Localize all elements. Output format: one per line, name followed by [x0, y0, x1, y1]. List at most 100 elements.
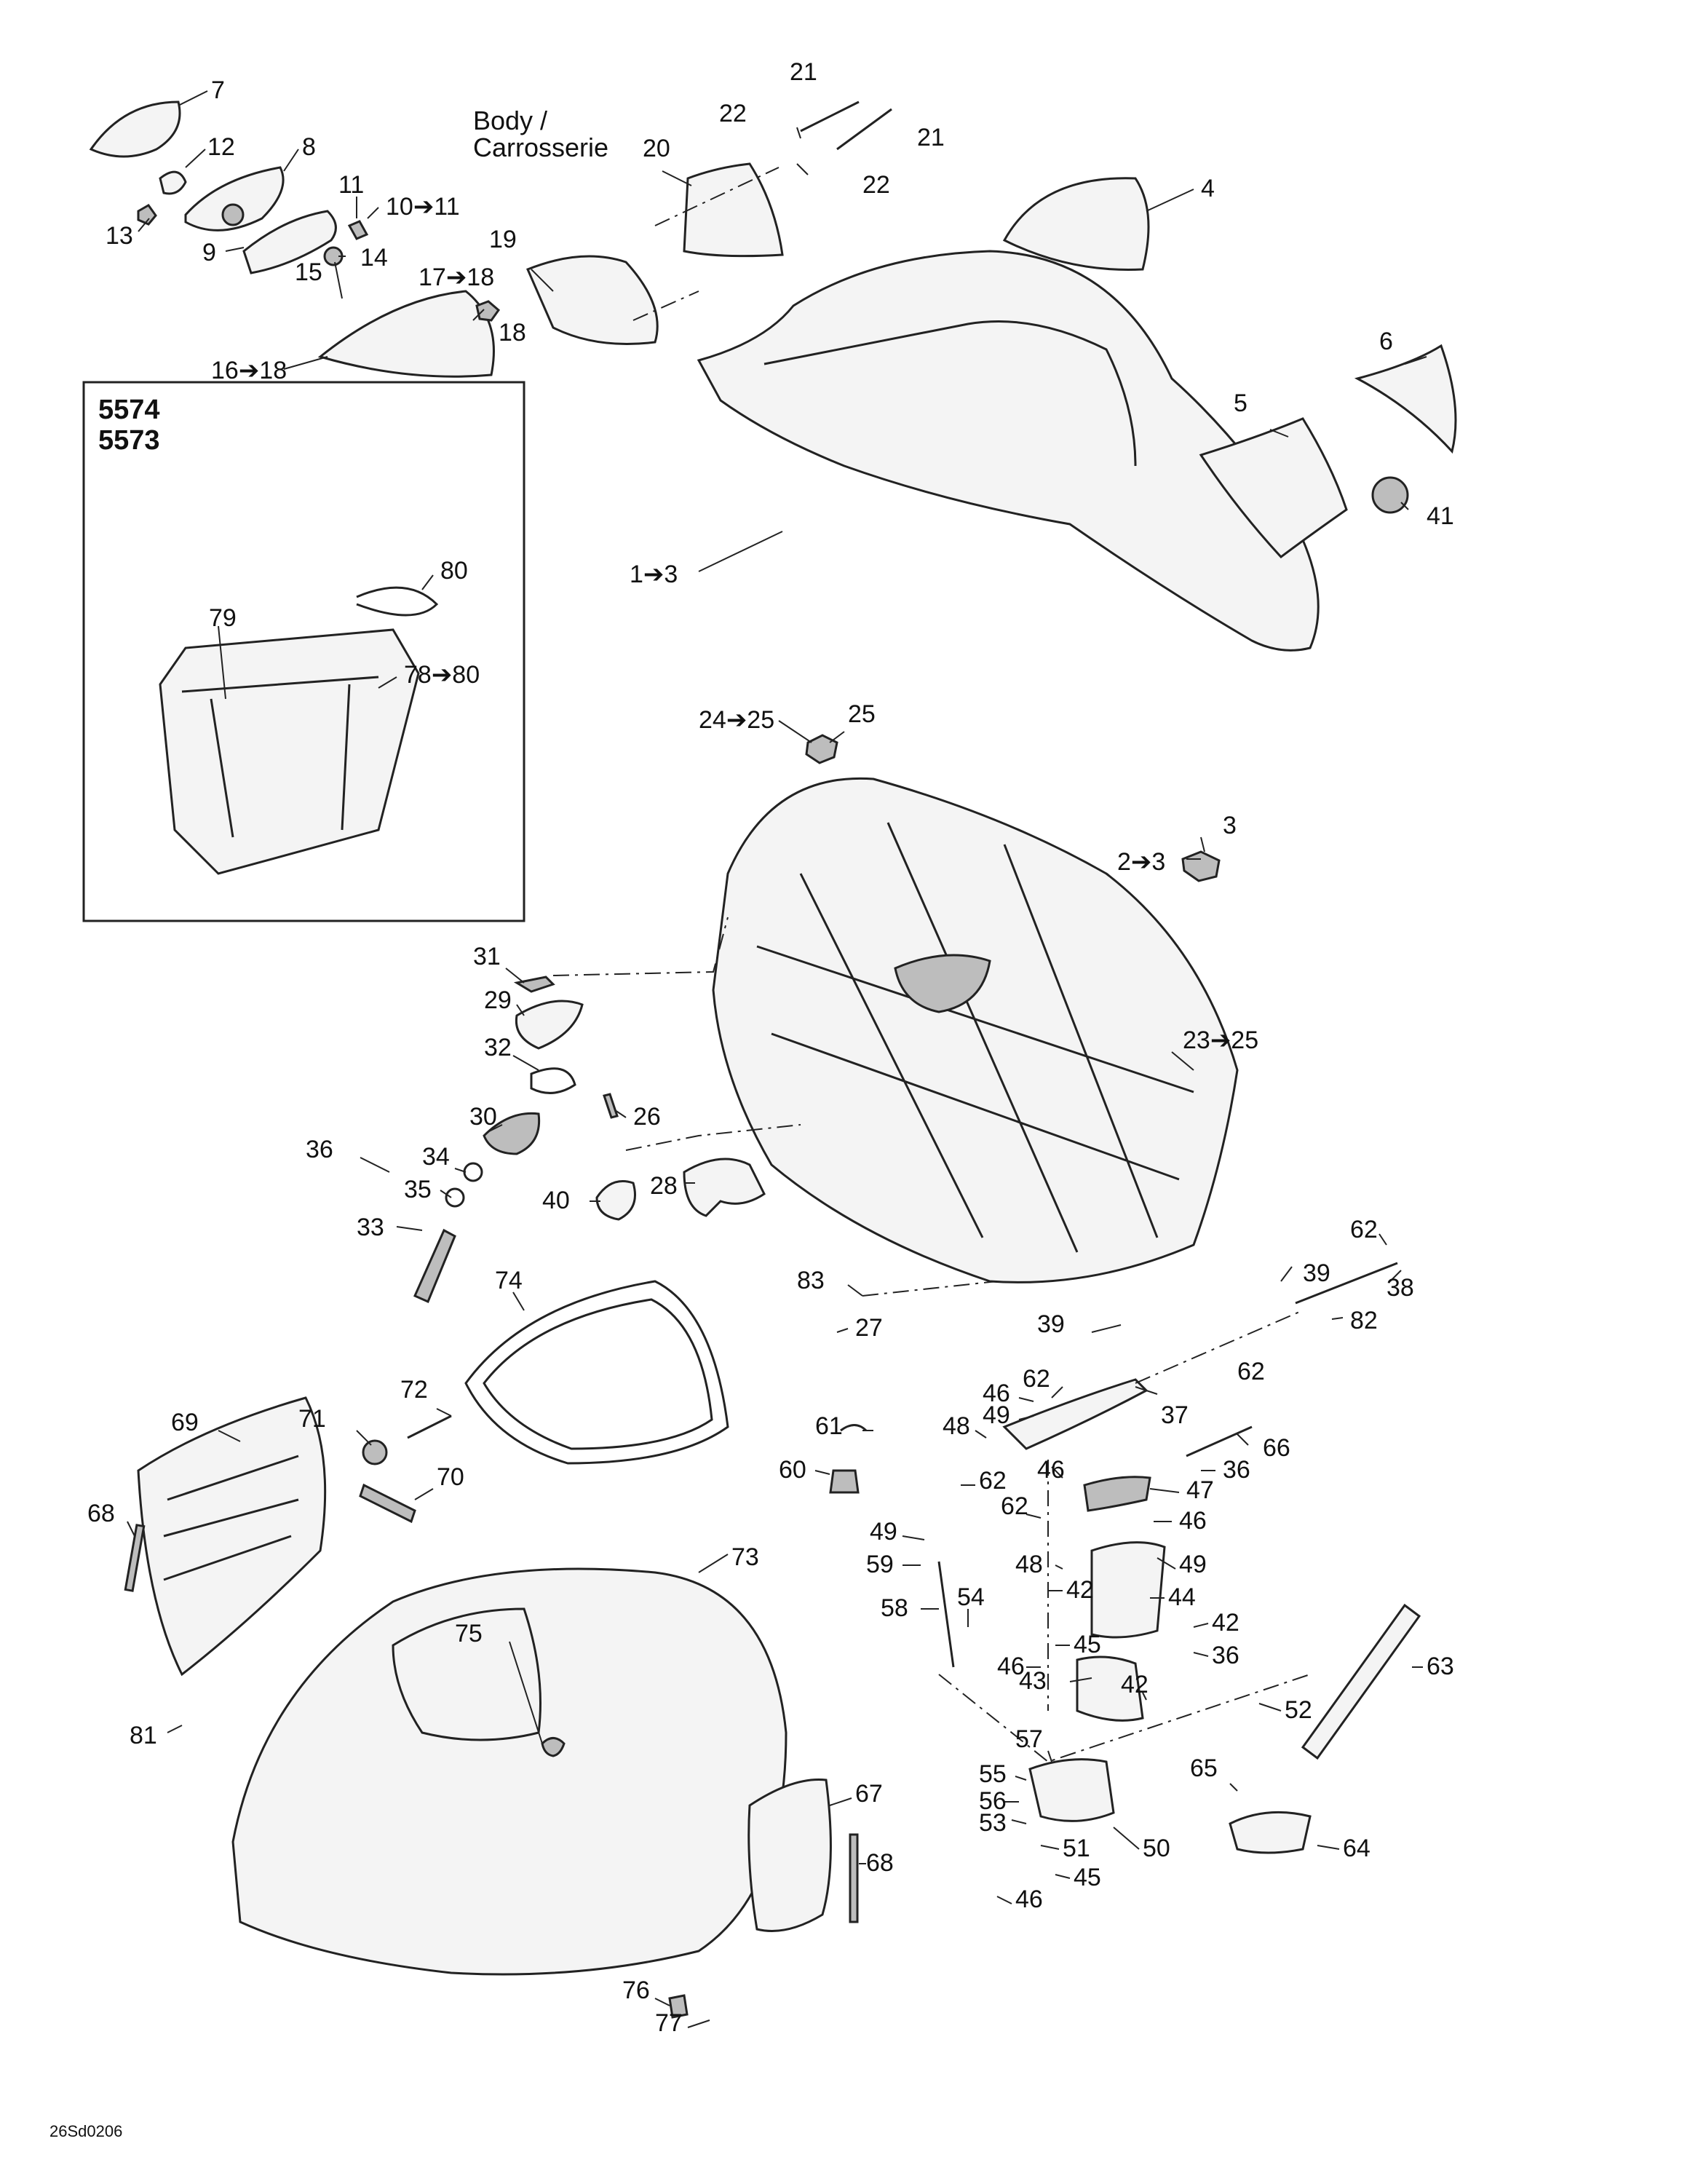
callout-label: 35 — [404, 1176, 432, 1203]
callout-label: 14 — [360, 244, 388, 272]
rod-58-part — [937, 1561, 955, 1668]
assembly-line-a — [654, 167, 779, 226]
assembly-line-e — [862, 1281, 998, 1297]
strip-68b-part — [849, 1833, 859, 1923]
callout-label: 32 — [484, 1034, 512, 1061]
callout-label: 2➔3 — [1117, 848, 1165, 876]
strap-80-part — [356, 586, 439, 617]
callout-label: 11 — [338, 171, 364, 199]
storage-bin-inner-part — [181, 676, 379, 838]
callout-label: 65 — [1190, 1754, 1218, 1782]
washer-34-part — [463, 1162, 483, 1182]
callout-label: 28 — [650, 1172, 678, 1200]
callout-label: 45 — [1074, 1864, 1101, 1891]
rod-38-part — [1295, 1262, 1398, 1305]
clip-61-part — [840, 1424, 868, 1432]
callout-label: 18 — [499, 319, 526, 347]
callout-label: 44 — [1168, 1583, 1196, 1611]
callout-label: 71 — [298, 1405, 326, 1433]
inset-model-b: 5573 — [98, 425, 160, 456]
callout-label: 34 — [422, 1143, 450, 1171]
callout-label: 66 — [1263, 1434, 1290, 1462]
callout-label: 51 — [1063, 1835, 1090, 1862]
callout-label: 46 — [1037, 1456, 1065, 1484]
callout-label: 15 — [295, 258, 322, 286]
callout-label: 48 — [943, 1412, 970, 1440]
latch-30-part — [483, 1112, 541, 1155]
mirror-clip-part — [347, 220, 369, 240]
part-callouts: 7 12 8 13 11 10➔11 14 9 15 16➔18 17➔18 1… — [87, 58, 1454, 2037]
callout-label: 62 — [1350, 1216, 1378, 1243]
mirror-glass-part — [89, 100, 181, 158]
callout-label: 21 — [790, 58, 817, 86]
callout-label: 20 — [643, 135, 670, 162]
callout-label: 67 — [855, 1780, 883, 1808]
callout-label: 46 — [997, 1653, 1025, 1680]
panel-69-slots-part — [163, 1455, 299, 1581]
callout-label: 40 — [542, 1187, 570, 1214]
callout-label: 68 — [866, 1849, 894, 1877]
grommet-71-part — [362, 1439, 388, 1465]
callout-label: 57 — [1015, 1725, 1043, 1753]
mirror-pivot-part — [221, 203, 245, 226]
callout-label: 39 — [1037, 1310, 1065, 1338]
nut-25-part — [805, 734, 838, 764]
callout-label: 75 — [455, 1620, 483, 1647]
callout-label: 61 — [815, 1412, 843, 1440]
panel-69-part — [137, 1396, 327, 1677]
panel-19-part — [526, 255, 659, 345]
callout-label: 82 — [1350, 1307, 1378, 1334]
callout-label: 58 — [881, 1594, 908, 1622]
callout-label: 46 — [1015, 1886, 1043, 1913]
callout-label: 17➔18 — [418, 264, 494, 291]
callout-label: 38 — [1387, 1274, 1414, 1302]
callout-label: 55 — [979, 1760, 1007, 1788]
callout-label: 37 — [1161, 1401, 1189, 1429]
mirror-base-part — [242, 210, 337, 274]
callout-label: 54 — [957, 1583, 985, 1611]
upper-body-part — [697, 250, 1320, 652]
callout-label: 12 — [207, 133, 235, 161]
callout-label: 46 — [983, 1380, 1010, 1407]
callout-label: 56 — [979, 1787, 1007, 1815]
callout-label: 79 — [209, 604, 237, 632]
callout-label: 68 — [87, 1500, 115, 1527]
callout-label: 59 — [866, 1551, 894, 1578]
seal-74-part — [464, 1280, 729, 1465]
callout-label: 24➔25 — [699, 706, 774, 734]
callout-label: 7 — [211, 76, 225, 104]
callout-label: 43 — [1019, 1667, 1047, 1695]
hatch-window-part — [392, 1607, 542, 1741]
callout-label: 22 — [719, 100, 747, 127]
upper-body-seat-part — [763, 320, 1137, 467]
bracket-20-part — [683, 162, 784, 258]
fitting-60-part — [829, 1469, 860, 1494]
cover-6-part — [1354, 344, 1457, 454]
washer-35-part — [445, 1187, 465, 1208]
hose-28-part — [683, 1158, 766, 1217]
hull-frame-ribs-part — [756, 822, 1194, 1253]
callout-label: 63 — [1427, 1653, 1454, 1680]
section-title-line1: Body / — [473, 106, 547, 135]
callout-label: 47 — [1186, 1476, 1214, 1504]
mirror-nut-part — [137, 204, 157, 226]
callout-label: 53 — [979, 1809, 1007, 1837]
callout-label: 9 — [202, 239, 216, 266]
callout-label: 1➔3 — [630, 561, 678, 588]
callout-label: 72 — [400, 1376, 428, 1404]
windshield-4-part — [1002, 177, 1150, 271]
clip-76-part — [668, 1994, 689, 2019]
callout-label: 36 — [1212, 1642, 1239, 1669]
callout-label: 77 — [655, 2009, 683, 2037]
callout-label: 46 — [1179, 1507, 1207, 1535]
callout-label: 16➔18 — [211, 357, 287, 384]
hull-frame-hatch-part — [894, 954, 991, 1013]
bolt-33-part — [413, 1228, 456, 1303]
callout-label: 5 — [1234, 389, 1247, 417]
seal-74-inner-part — [483, 1298, 713, 1450]
callout-label: 50 — [1143, 1835, 1170, 1862]
mount-64-part — [1229, 1811, 1312, 1854]
callout-label: 76 — [622, 1977, 650, 2004]
callout-label: 10➔11 — [386, 193, 460, 221]
